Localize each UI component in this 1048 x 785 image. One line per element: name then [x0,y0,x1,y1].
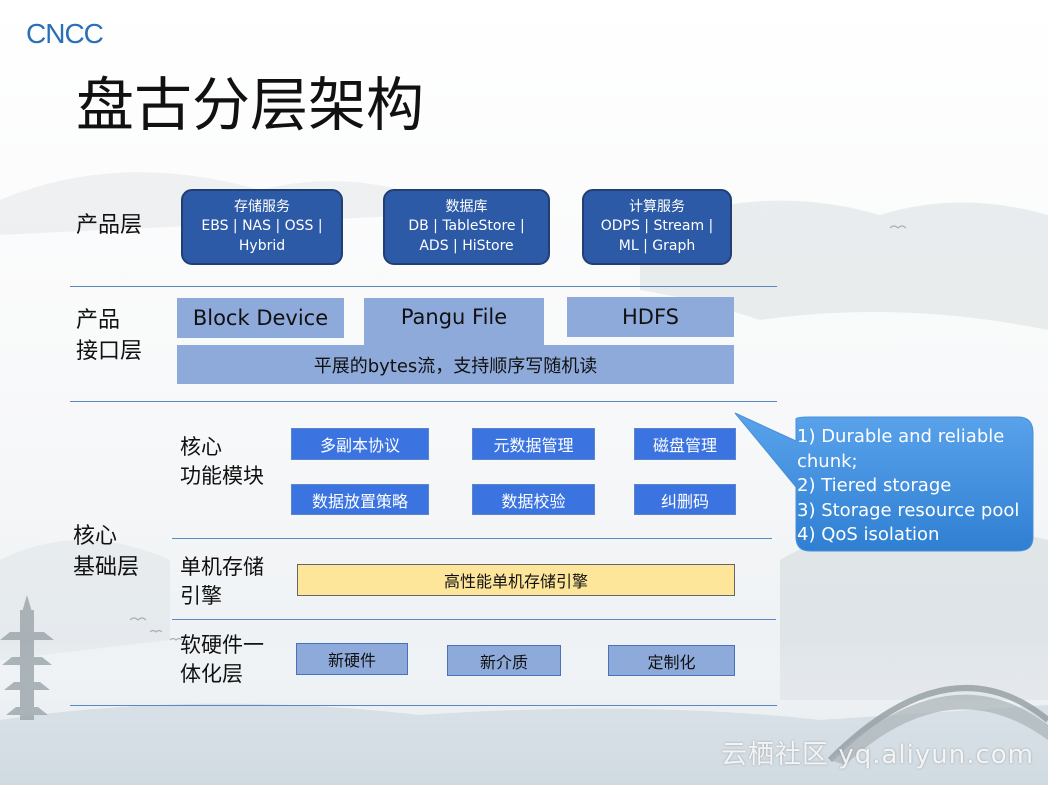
core-modules-label: 核心 功能模块 [180,433,264,491]
divider-line [172,538,772,539]
storage-engine-label-line2: 引擎 [180,584,222,608]
product-box-compute: 计算服务 ODPS | Stream | ML | Graph [582,189,732,265]
product-box-line: ML | Graph [618,237,696,254]
interface-layer-label-line2: 接口层 [76,339,143,364]
callout-line: chunk; [797,450,858,472]
pangu-file-box: Pangu File [364,298,544,346]
interface-layer-label-line1: 产品 [76,308,121,333]
product-box-line: Hybrid [238,237,286,254]
callout-line: 4) QoS isolation [797,524,940,545]
product-box-title: 存储服务 [234,198,290,215]
product-box-line: ADS | HiStore [419,237,514,254]
hw-layer-label-line2: 体化层 [180,662,243,686]
product-box-line: EBS | NAS | OSS | [201,218,323,235]
product-box-title: 计算服务 [629,198,685,215]
callout-line: 2) Tiered storage [797,475,952,496]
core-module-box: 多副本协议 [291,428,429,460]
core-base-layer-label: 核心 基础层 [73,521,139,583]
callout-line: 3) Storage resource pool [797,499,1020,521]
product-box-title: 数据库 [445,198,488,215]
core-modules-label-line2: 功能模块 [180,464,264,488]
storage-engine-label: 单机存储 引擎 [180,553,264,611]
page-title: 盘古分层架构 [76,71,425,139]
divider-line [70,705,777,706]
core-modules-label-line1: 核心 [180,435,222,459]
core-module-box: 数据放置策略 [291,484,429,515]
hw-box: 新硬件 [296,643,408,675]
hw-layer-label: 软硬件一 体化层 [180,631,264,689]
core-base-layer-label-line1: 核心 [73,524,118,549]
core-module-box: 数据校验 [472,484,595,515]
product-box-line: ODPS | Stream | [600,218,714,235]
product-layer-label: 产品层 [76,213,143,238]
hw-layer-label-line1: 软硬件一 [180,633,264,657]
product-box-line: DB | TableStore | [408,218,525,235]
callout-bubble [734,412,1034,552]
watermark: 云栖社区 yq.aliyun.com [721,740,1034,770]
interface-layer-label: 产品 接口层 [76,305,142,367]
divider-line [70,401,777,402]
block-device-box: Block Device [177,298,344,338]
callout-line: 1) Durable and reliable [797,426,1005,447]
hw-box: 定制化 [608,645,735,676]
core-module-box: 元数据管理 [472,428,595,460]
product-box-database: 数据库 DB | TableStore | ADS | HiStore [383,189,550,265]
storage-engine-label-line1: 单机存储 [180,555,264,579]
cncc-logo: CNCC [26,18,104,49]
hw-box: 新介质 [447,645,561,676]
core-module-box: 纠删码 [634,484,736,515]
callout-text: 1) Durable and reliable chunk; 2) Tiered… [797,425,1032,548]
bytes-stream-box: 平展的bytes流，支持顺序写随机读 [177,345,734,384]
divider-line [172,619,776,620]
core-base-layer-label-line2: 基础层 [73,555,140,580]
core-module-box: 磁盘管理 [634,428,736,460]
hdfs-box: HDFS [567,297,734,337]
divider-line [70,286,777,287]
product-box-storage: 存储服务 EBS | NAS | OSS | Hybrid [181,189,343,265]
storage-engine-box: 高性能单机存储引擎 [297,564,735,596]
